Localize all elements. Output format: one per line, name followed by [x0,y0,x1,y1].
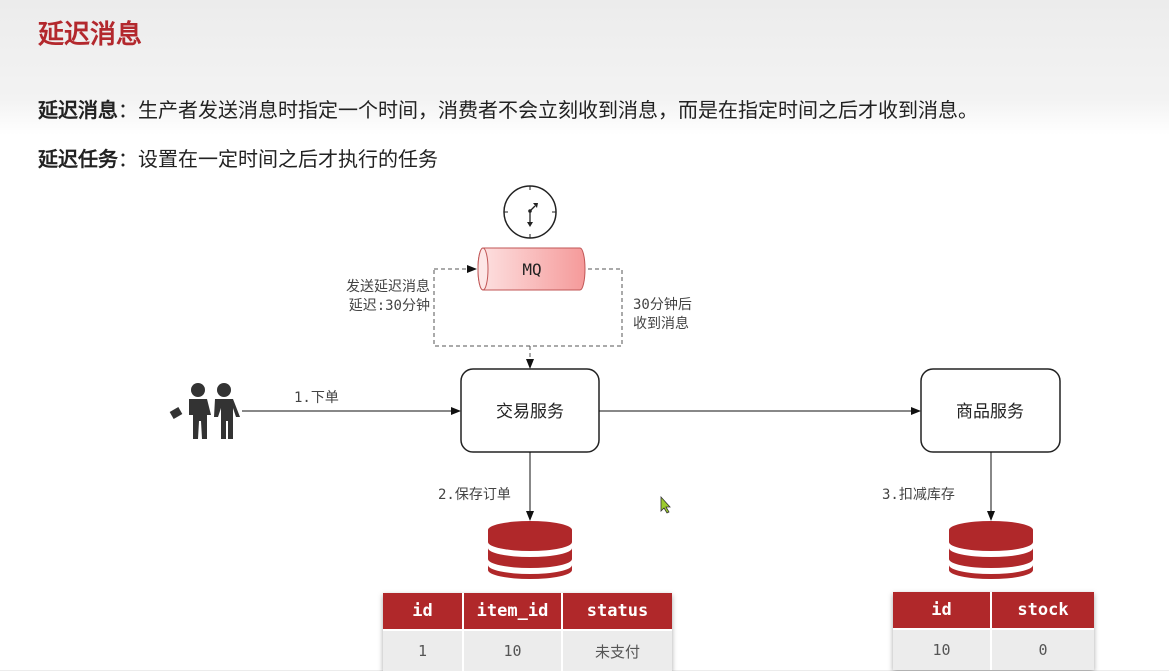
receive-message-label: 收到消息 [633,315,689,332]
clock-icon [503,185,557,239]
column-header: status [562,593,672,630]
step2-label: 2.保存订单 [438,487,511,503]
mq-label: MQ [522,260,541,279]
send-delay-label: 发送延迟消息 [346,278,430,295]
delay-duration-label: 延迟:30分钟 [349,297,430,314]
page-title: 延迟消息 [38,20,143,50]
table-header-row: id stock [893,592,1094,629]
after-30min-label: 30分钟后 [633,296,692,313]
stock-database-icon [949,521,1033,579]
table-row: 1 10 未支付 [383,629,672,671]
definition-delay-task: 延迟任务：设置在一定时间之后才执行的任务 [38,143,438,172]
definition-delay-message: 延迟消息：生产者发送消息时指定一个时间，消费者不会立刻收到消息，而是在指定时间之… [38,94,978,123]
column-header: stock [991,592,1094,629]
mouse-cursor-icon [660,495,671,514]
order-database-icon [488,521,572,579]
mq-queue: MQ [477,247,586,291]
separator: ： [118,98,138,122]
users-icon [169,383,240,439]
table-cell: 0 [991,628,1094,670]
table-cell: 未支付 [562,629,672,671]
table-cell: 10 [893,628,992,670]
column-header: item_id [463,593,563,630]
term: 延迟任务 [38,147,118,171]
definition-text: 设置在一定时间之后才执行的任务 [138,147,438,171]
delay-loop [433,265,623,369]
column-header: id [893,592,992,629]
trade-service-label: 交易服务 [496,402,564,422]
step3-label: 3.扣减库存 [882,487,955,503]
separator: ： [118,147,138,171]
definition-text: 生产者发送消息时指定一个时间，消费者不会立刻收到消息，而是在指定时间之后才收到消… [138,98,978,122]
table-row: 10 0 [893,628,1094,670]
table-cell: 10 [463,629,563,671]
step1-label: 1.下单 [294,390,339,406]
item-service-label: 商品服务 [956,402,1024,422]
table-header-row: id item_id status [383,593,672,630]
table-cell: 1 [383,629,464,671]
stock-table: id stock 10 0 [893,592,1094,670]
order-table: id item_id status 1 10 未支付 [383,593,672,671]
term: 延迟消息 [38,98,118,122]
column-header: id [383,593,464,630]
